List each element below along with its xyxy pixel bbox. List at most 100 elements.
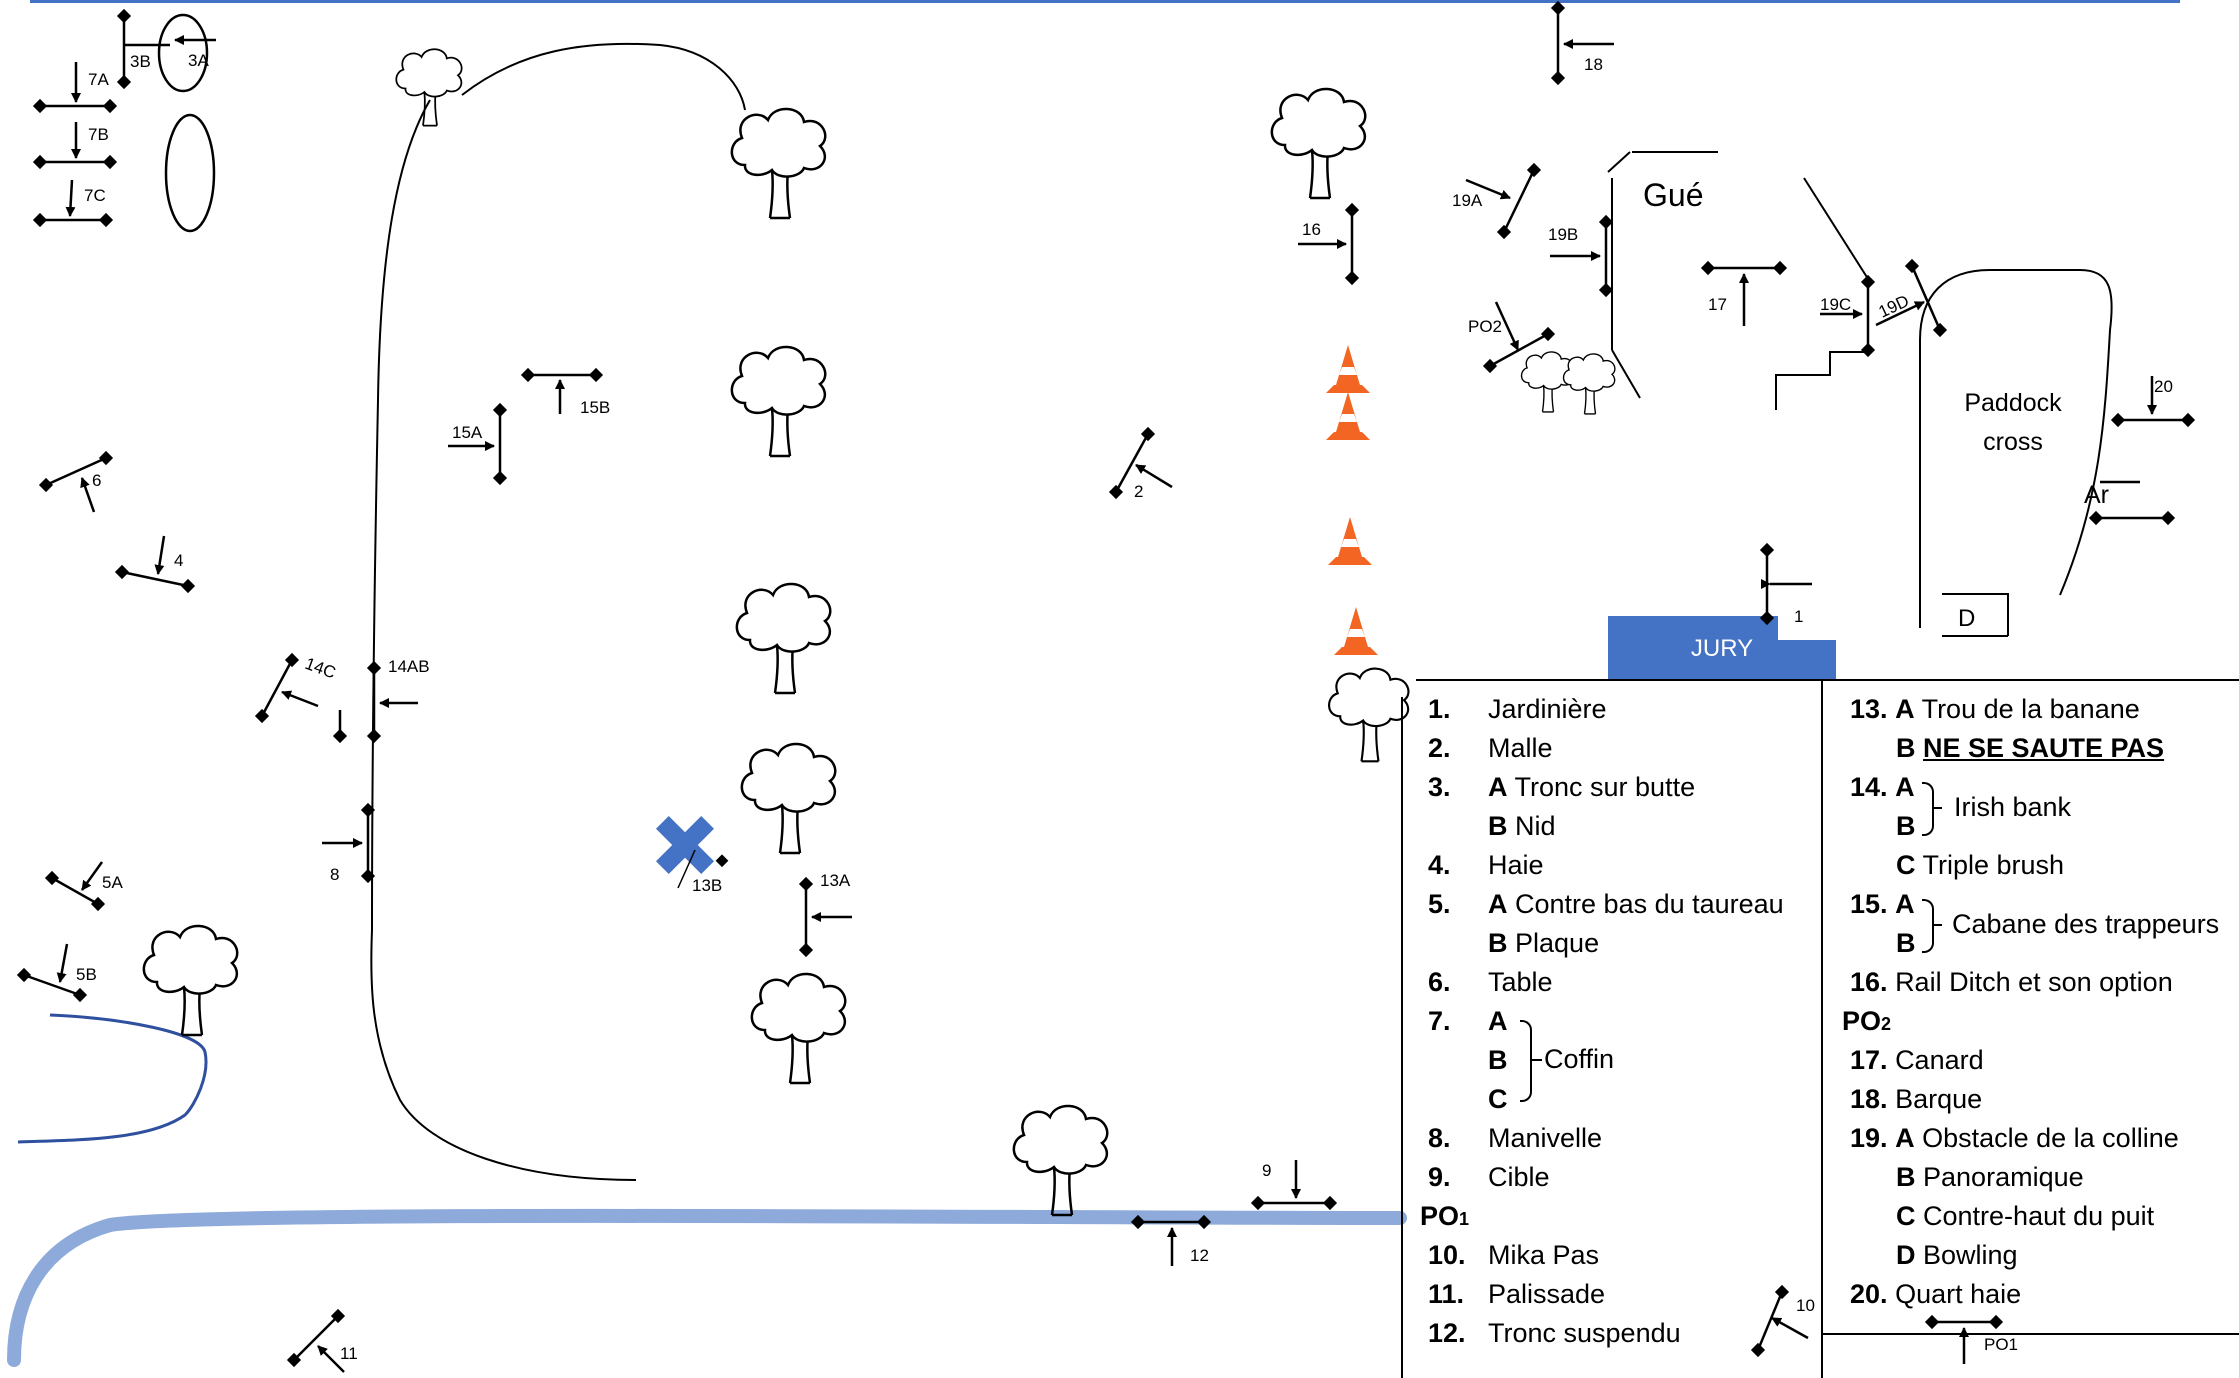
label-7c: 7C (84, 186, 106, 205)
legend-item: Table (1488, 967, 1553, 997)
label-11: 11 (340, 1344, 358, 1363)
label-2: 2 (1134, 482, 1143, 501)
jury-box (1608, 616, 1836, 680)
cone-icon (1328, 517, 1372, 565)
legend-letter: B (1896, 928, 1916, 958)
legend-po2: PO (1842, 1006, 1882, 1036)
tree-icon (1562, 353, 1616, 415)
legend-item: Haie (1488, 850, 1544, 880)
legend-num: 17. (1850, 1045, 1888, 1075)
label-jury: JURY (1691, 635, 1753, 662)
legend-brace (1922, 899, 1934, 953)
label-po1: PO1 (1984, 1335, 2018, 1354)
legend-item: Triple brush (1922, 850, 2065, 880)
tree-icon (735, 582, 832, 695)
legend-po1-sub: 1 (1459, 1209, 1470, 1229)
label-13a: 13A (820, 871, 851, 890)
legend-item: Quart haie (1895, 1279, 2022, 1309)
legend-item: Cible (1488, 1162, 1550, 1192)
tree-icon (1012, 1104, 1109, 1217)
label-9: 9 (1262, 1161, 1271, 1180)
legend-num: 4. (1428, 850, 1451, 880)
river (7, 1208, 1407, 1367)
legend-letter: B (1488, 811, 1508, 841)
legend-num: 13. (1850, 694, 1888, 724)
legend-po2-sub: 2 (1881, 1014, 1892, 1034)
legend-letter: C (1896, 850, 1916, 880)
paddock-d-box (1942, 593, 2009, 637)
course-path (461, 42, 746, 111)
label-5a: 5A (102, 873, 123, 892)
legend-letter: A (1895, 694, 1915, 724)
label-7a: 7A (88, 70, 109, 89)
ford-outline (1607, 151, 1871, 283)
legend-item: NE SE SAUTE PAS (1923, 733, 2165, 763)
legend-letter: A (1895, 889, 1915, 919)
legend-item: Tronc suspendu (1488, 1318, 1681, 1348)
label-19a: 19A (1452, 191, 1483, 210)
legend-letter: A (1895, 1123, 1915, 1153)
label-15b: 15B (580, 398, 610, 417)
ellipse-pond (164, 113, 216, 233)
legend-letter: A (1895, 772, 1915, 802)
tree-icon (730, 107, 827, 220)
stream (17, 1013, 208, 1144)
legend-item: Coffin (1544, 1044, 1615, 1074)
legend-brace-tip (1934, 807, 1942, 809)
legend-num: 5. (1428, 889, 1451, 919)
cross-mark-13b (656, 816, 714, 874)
legend-letter: A (1488, 772, 1508, 802)
legend-item: Panoramique (1923, 1162, 2084, 1192)
legend-po1: PO (1420, 1201, 1460, 1231)
flag-icon (715, 854, 729, 868)
legend-item: Obstacle de la colline (1922, 1123, 2179, 1153)
legend-num: 14. (1850, 772, 1888, 802)
label-6: 6 (92, 471, 101, 490)
legend-letter: B (1896, 811, 1916, 841)
legend-num: 18. (1850, 1084, 1888, 1114)
label-18: 18 (1584, 55, 1603, 74)
label-paddock: Paddock (1964, 389, 2062, 417)
label-cross: cross (1983, 428, 2043, 456)
legend-frame (1401, 679, 2239, 1378)
legend-num: 2. (1428, 733, 1451, 763)
label-gue: Gué (1643, 177, 1703, 213)
legend-item: Contre bas du taureau (1515, 889, 1784, 919)
label-20: 20 (2154, 377, 2173, 396)
legend-item: Mika Pas (1488, 1240, 1600, 1270)
paddock-outline (1919, 269, 2113, 628)
legend-item: Tronc sur butte (1514, 772, 1696, 802)
legend-item: Plaque (1515, 928, 1600, 958)
tree-icon (740, 742, 837, 855)
legend-letter: C (1488, 1084, 1508, 1114)
steps-outline (1775, 351, 1870, 410)
legend-item: Irish bank (1954, 792, 2072, 822)
label-8: 8 (330, 865, 339, 884)
label-1: 1 (1794, 607, 1803, 626)
tree-icon (142, 924, 239, 1037)
legend-num: 12. (1428, 1318, 1466, 1348)
legend-letter: D (1896, 1240, 1916, 1270)
legend-item: Bowling (1923, 1240, 2018, 1270)
label-d: D (1958, 605, 1975, 632)
label-3a: 3A (188, 51, 209, 70)
label-po2: PO2 (1468, 317, 1502, 336)
legend-item: Nid (1515, 811, 1556, 841)
tree-icon (730, 345, 827, 458)
label-19c: 19C (1820, 295, 1851, 314)
legend-letter: C (1896, 1201, 1916, 1231)
label-16: 16 (1302, 220, 1321, 239)
label-12: 12 (1190, 1246, 1209, 1265)
legend-item: Rail Ditch et son option (1895, 967, 2173, 997)
legend-item: Contre-haut du puit (1923, 1201, 2155, 1231)
tree-icon (395, 48, 463, 127)
label-14ab: 14AB (388, 657, 430, 676)
legend-num: 16. (1850, 967, 1888, 997)
tree-icon (1328, 667, 1410, 763)
legend-brace-tip (1532, 1059, 1542, 1061)
legend-num: 19. (1850, 1123, 1888, 1153)
legend-num: 3. (1428, 772, 1451, 802)
legend-num: 10. (1428, 1240, 1466, 1270)
legend-num: 20. (1850, 1279, 1888, 1309)
